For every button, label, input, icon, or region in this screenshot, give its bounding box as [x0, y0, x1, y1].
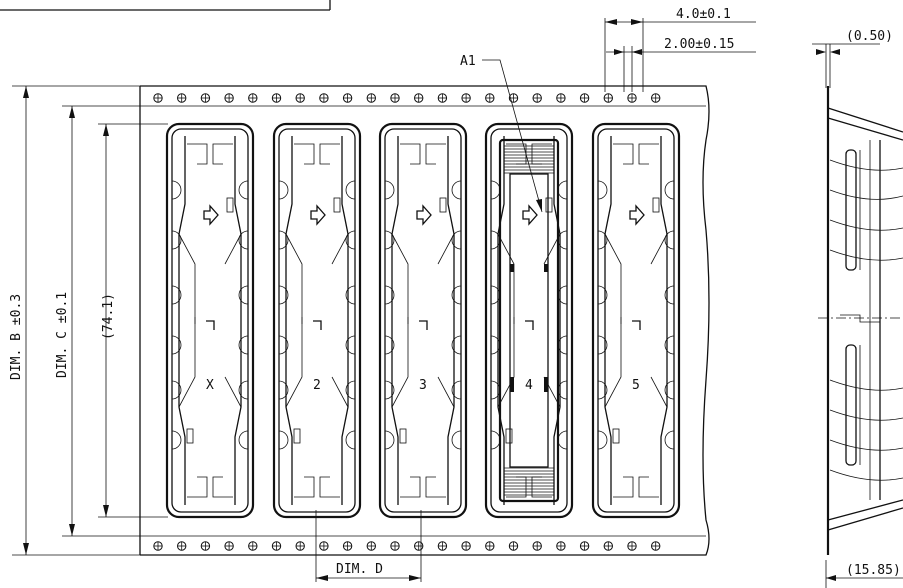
- depth-label: (15.85): [846, 563, 901, 578]
- sprocket-hole-top: [200, 93, 211, 103]
- sprocket-hole-bottom: [461, 541, 471, 551]
- sprocket-hole-bottom: [437, 541, 448, 551]
- dim-d-dimension: DIM. D: [315, 510, 422, 582]
- sprocket-hole-bottom: [153, 541, 163, 551]
- pocket-length-label: (74.1): [101, 293, 116, 340]
- pocket: 4: [484, 122, 574, 519]
- sprocket-hole-bottom: [508, 541, 519, 551]
- sprocket-hole-top: [437, 93, 448, 103]
- sprocket-hole-top: [461, 93, 471, 103]
- pocket: 5: [591, 122, 681, 519]
- sprocket-hole-bottom: [390, 541, 400, 551]
- pocket-label: 2: [313, 378, 321, 393]
- sprocket-hole-bottom: [200, 541, 211, 551]
- sprocket-hole-top: [248, 93, 258, 103]
- dim-b-label: DIM. B ±0.3: [9, 294, 24, 380]
- dim-d-label: DIM. D: [336, 562, 383, 577]
- sprocket-hole-top: [579, 93, 590, 103]
- orientation-arrow-icon: [522, 204, 538, 226]
- sprocket-hole-bottom: [248, 541, 258, 551]
- orientation-arrow-icon: [203, 204, 219, 226]
- pin-one-mark: [313, 320, 322, 330]
- callout-a1-label: A1: [460, 54, 476, 69]
- pocket: 2: [272, 122, 362, 519]
- hole-diameter-label: 2.00±0.15: [664, 37, 734, 52]
- pin-one-mark: [206, 320, 215, 330]
- thickness-label: (0.50): [846, 29, 893, 44]
- sprocket-hole-bottom: [603, 541, 613, 551]
- sprocket-hole-top: [295, 93, 305, 103]
- pocket-label: 5: [632, 378, 640, 393]
- sprocket-hole-bottom: [414, 541, 424, 551]
- sprocket-hole-bottom: [532, 541, 542, 551]
- pocket: X: [165, 122, 255, 519]
- sprocket-hole-top: [651, 93, 661, 103]
- sprocket-holes-bottom-row: [153, 541, 661, 551]
- sprocket-holes-top-row: [153, 93, 661, 103]
- callout-a1: A1: [460, 54, 543, 213]
- pin-one-mark: [632, 320, 641, 330]
- sprocket-hole-bottom: [271, 541, 282, 551]
- sprocket-hole-bottom: [485, 541, 495, 551]
- pocket-label: 4: [525, 378, 533, 393]
- sprocket-hole-top: [603, 93, 613, 103]
- sprocket-hole-top: [224, 93, 234, 103]
- pitch-dimension: 4.0±0.1: [604, 7, 756, 92]
- title-box-remnant: [0, 0, 331, 11]
- pin-one-mark: [419, 320, 428, 330]
- sprocket-hole-top: [532, 93, 542, 103]
- sprocket-hole-bottom: [556, 541, 566, 551]
- orientation-arrow-icon: [416, 204, 432, 226]
- pocket-label: X: [206, 378, 214, 393]
- orientation-arrow-icon: [310, 204, 326, 226]
- sprocket-hole-top: [271, 93, 282, 103]
- sprocket-hole-top: [153, 93, 163, 103]
- sprocket-hole-bottom: [295, 541, 305, 551]
- pin-one-mark: [525, 320, 534, 330]
- tape-outline: [139, 85, 710, 556]
- sprocket-hole-bottom: [177, 541, 187, 551]
- dim-b-dimension: DIM. B ±0.3: [9, 85, 140, 556]
- sprocket-hole-bottom: [342, 541, 353, 551]
- sprocket-hole-top: [177, 93, 187, 103]
- sprocket-hole-top: [366, 93, 376, 103]
- sprocket-hole-top: [627, 93, 637, 103]
- sprocket-hole-top: [342, 93, 353, 103]
- sprocket-hole-top: [485, 93, 495, 103]
- pocket-length-dimension: (74.1): [98, 123, 168, 518]
- sprocket-hole-bottom: [627, 541, 637, 551]
- dim-c-dimension: DIM. C ±0.1: [55, 105, 140, 537]
- sprocket-hole-bottom: [651, 541, 661, 551]
- dim-c-label: DIM. C ±0.1: [55, 292, 70, 378]
- sprocket-hole-top: [319, 93, 329, 103]
- sprocket-hole-bottom: [224, 541, 234, 551]
- sprocket-hole-bottom: [366, 541, 376, 551]
- sprocket-hole-top: [414, 93, 424, 103]
- sprocket-hole-top: [556, 93, 566, 103]
- hole-diameter-dimension: 2.00±0.15: [606, 37, 756, 92]
- pocket: 3: [378, 122, 468, 519]
- orientation-arrow-icon: [629, 204, 645, 226]
- sprocket-hole-top: [390, 93, 400, 103]
- pocket-group: X 2 3 4 5: [165, 122, 681, 519]
- sprocket-hole-bottom: [579, 541, 590, 551]
- pocket-label: 3: [419, 378, 427, 393]
- side-view: (0.50) (15.85): [812, 29, 903, 588]
- sprocket-hole-bottom: [319, 541, 329, 551]
- pitch-label: 4.0±0.1: [676, 7, 731, 22]
